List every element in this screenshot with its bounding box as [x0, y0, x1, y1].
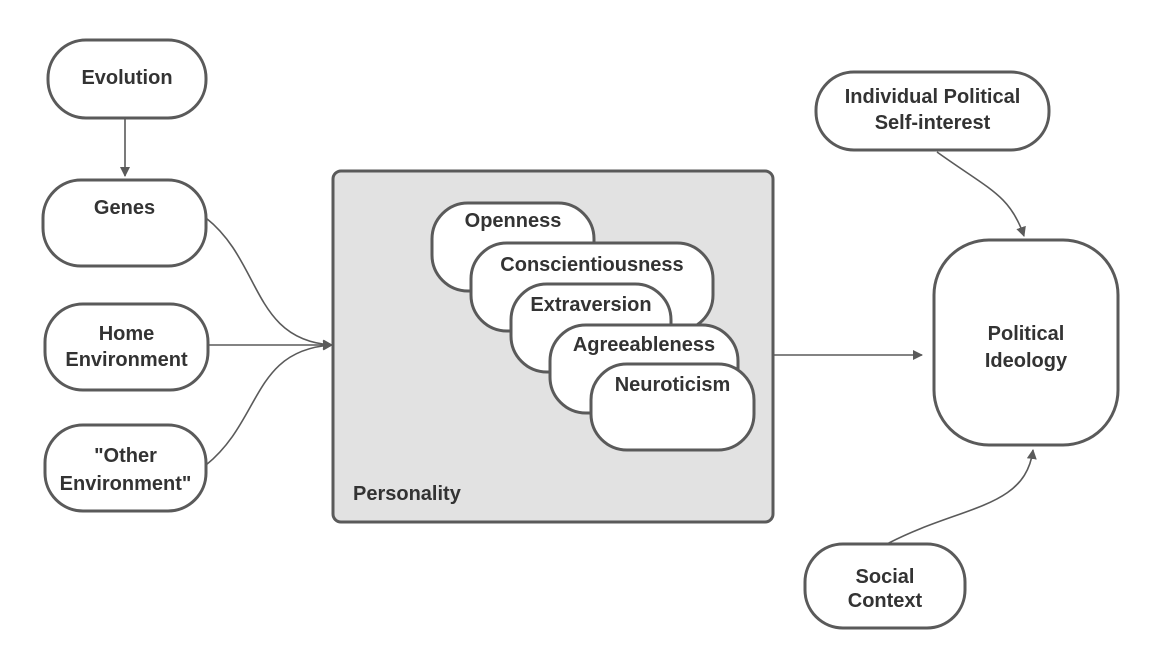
- trait-shape: [589, 362, 756, 452]
- node-label-line: Genes: [94, 197, 155, 219]
- node-label-line: Context: [848, 590, 923, 612]
- node-label-line: Social: [856, 566, 915, 588]
- edges: [120, 118, 1037, 546]
- node-label-line: Ideology: [985, 350, 1068, 372]
- node-label-line: Home: [99, 323, 155, 345]
- node-label-line: Evolution: [81, 67, 172, 89]
- node-shape: [814, 70, 1051, 152]
- edge-social-ideology: [884, 449, 1037, 546]
- node-label-line: Environment": [60, 473, 192, 495]
- node-evolution: Evolution: [46, 38, 208, 120]
- trait-label: Agreeableness: [573, 334, 715, 356]
- trait-label: Conscientiousness: [500, 254, 683, 276]
- concept-nodes: EvolutionGenesHomeEnvironment"OtherEnvir…: [41, 38, 1120, 630]
- node-shape: [932, 238, 1120, 447]
- node-shape: [43, 302, 210, 392]
- node-genes: Genes: [41, 178, 208, 268]
- node-label-line: Environment: [65, 349, 188, 371]
- trait-label: Extraversion: [530, 294, 651, 316]
- node-label-line: Individual Political: [845, 86, 1021, 108]
- personality-label: Personality: [353, 483, 462, 505]
- trait-label: Neuroticism: [615, 374, 731, 396]
- node-shape: [41, 178, 208, 268]
- trait-stack: OpennessConscientiousnessExtraversionAgr…: [430, 201, 756, 452]
- trait-label: Openness: [465, 210, 562, 232]
- node-shape: [803, 542, 967, 630]
- node-label-line: "Other: [94, 445, 157, 467]
- edge-selfinterest-ideology: [936, 151, 1026, 237]
- node-shape: [46, 38, 208, 120]
- edge-other-personality: [205, 340, 333, 466]
- trait-neuroticism: Neuroticism: [589, 362, 756, 452]
- edge-genes-personality: [205, 217, 333, 350]
- node-label-line: Political: [988, 323, 1065, 345]
- node-label-line: Self-interest: [875, 112, 991, 134]
- node-shape: [43, 423, 208, 513]
